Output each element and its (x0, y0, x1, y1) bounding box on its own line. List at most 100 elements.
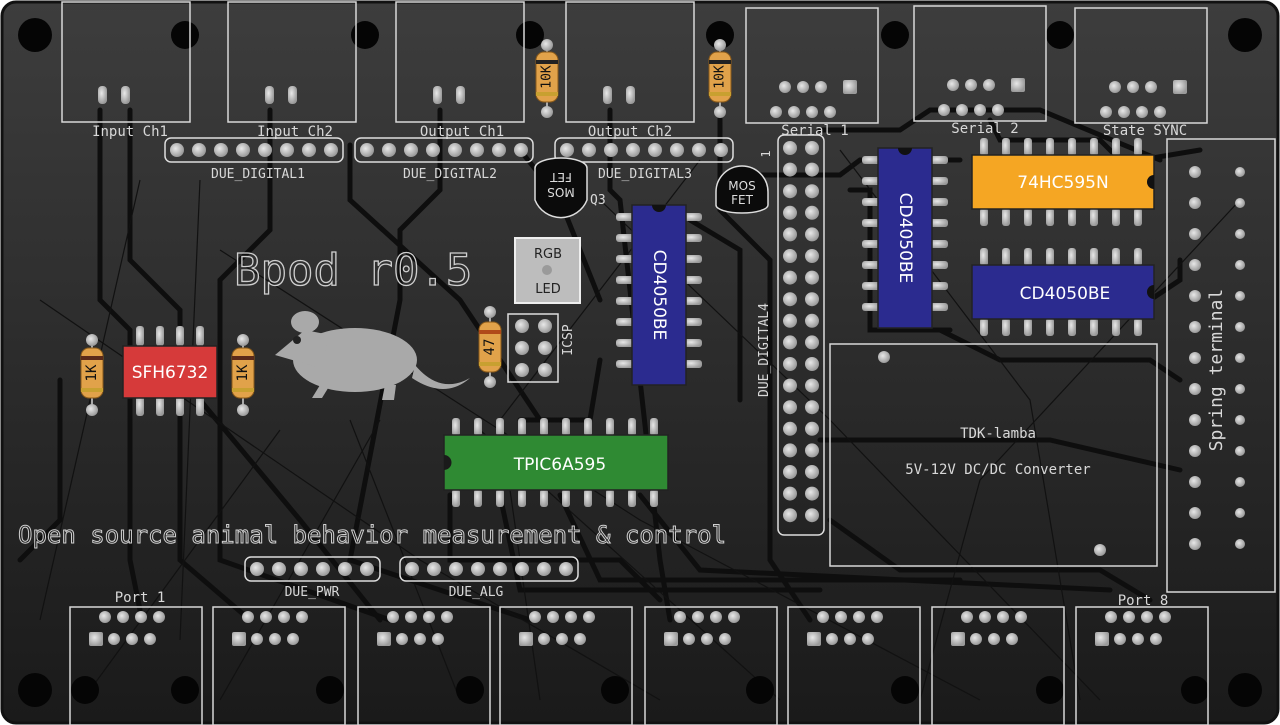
port-pad (377, 632, 391, 646)
chip-pin (980, 248, 988, 266)
chip-pin (1002, 248, 1010, 266)
port-pad (683, 633, 695, 645)
header-pin (783, 486, 797, 501)
header-pin (170, 143, 184, 157)
port-pad (862, 633, 874, 645)
header-pin (360, 143, 374, 157)
port-1-outline (69, 606, 203, 725)
terminal-pad (1235, 477, 1245, 487)
output-ch2-connector[interactable] (565, 1, 695, 123)
chip-pin (1112, 208, 1120, 226)
tpic6a595-chip: TPIC6A595 (443, 434, 669, 491)
header-pin (783, 249, 797, 263)
chip-pin (452, 489, 460, 507)
header-pin (692, 143, 706, 157)
header-pin (294, 562, 308, 576)
chip-pin (862, 198, 880, 206)
chip-pin (1024, 248, 1032, 266)
port-pad (396, 633, 408, 645)
serial2-connector[interactable] (913, 5, 1047, 122)
chip-pin (650, 489, 658, 507)
due-digital2-pins (354, 137, 534, 163)
chip-pin (1090, 318, 1098, 336)
due-pwr-label: DUE_PWR (285, 585, 340, 600)
due-alg-header[interactable] (399, 556, 579, 582)
hc595-label: 74HC595N (1017, 173, 1108, 193)
due-digital3-label: DUE_DIGITAL3 (598, 167, 692, 182)
r1k-right-text: 1K (235, 364, 251, 381)
port-pad (287, 633, 299, 645)
due-bottom-pins (250, 562, 573, 576)
serial1-connector[interactable] (745, 7, 879, 124)
header-pin (783, 162, 797, 177)
rgb-led-bottom-label: LED (535, 282, 560, 297)
port-7-outline (931, 606, 1065, 725)
header-pin (805, 335, 819, 350)
mosfet-right-line1: MOS (728, 179, 755, 193)
cd-right-h-pins (980, 248, 1142, 336)
connector-pads (98, 86, 635, 104)
chip-pin (930, 303, 948, 311)
port-pad (1141, 611, 1153, 623)
port-pad (547, 611, 559, 623)
sfh6732-chip: SFH6732 (122, 326, 218, 416)
q3-label: Q3 (590, 193, 606, 208)
rgb-led: RGB LED (514, 237, 581, 304)
icsp-header[interactable]: ICSP (507, 313, 576, 383)
port-pad (251, 633, 263, 645)
header-pin (514, 143, 528, 157)
tdk-converter: TDK-lamba 5V-12V DC/DC Converter (829, 343, 1158, 567)
chip-pin (496, 418, 504, 436)
rj-pads (770, 78, 1187, 118)
chip-pin (628, 489, 636, 507)
header-pin (280, 143, 294, 157)
port-pad (1095, 632, 1109, 646)
due-digital-headers (164, 137, 734, 163)
spring-terminal[interactable]: Spring terminal (1166, 138, 1276, 593)
header-pin (805, 378, 819, 393)
chip-pin (616, 255, 634, 263)
header-pin (783, 508, 797, 523)
chip-pin (1134, 318, 1142, 336)
sfh6732-label: SFH6732 (132, 363, 209, 383)
input-ch2-connector[interactable] (227, 1, 357, 123)
port-pad (423, 611, 435, 623)
terminal-pad (1235, 384, 1245, 394)
state-sync-connector[interactable] (1074, 7, 1208, 124)
port-pad (574, 633, 586, 645)
port-pad (135, 611, 147, 623)
bottom-ports[interactable] (69, 606, 1209, 725)
icsp-label: ICSP (561, 324, 576, 355)
header-pin (805, 141, 819, 155)
port-pad (1015, 611, 1027, 623)
mouse-logo (275, 311, 470, 400)
terminal-pad (1235, 198, 1245, 208)
due-digital4-header[interactable] (777, 134, 825, 536)
port-pad (853, 611, 865, 623)
header-pin (805, 227, 819, 242)
due-pwr-header[interactable] (244, 556, 381, 582)
chip-pin (1046, 248, 1054, 266)
port-pad (144, 633, 156, 645)
header-pin (192, 143, 206, 157)
chip-pin (684, 276, 702, 284)
chip-pin (616, 213, 634, 221)
header-pin (214, 143, 228, 157)
header-pin (783, 227, 797, 242)
chip-pin (1112, 248, 1120, 266)
input-ch1-connector[interactable] (61, 1, 191, 123)
input-ch1-label: Input Ch1 (92, 124, 168, 140)
cd-right-v-pins (862, 156, 948, 311)
header-pin (805, 443, 819, 458)
header-pin (492, 143, 506, 157)
output-ch1-connector[interactable] (395, 1, 525, 123)
terminal-pad (1235, 291, 1245, 301)
cd4050be-center-chip: CD4050BE (631, 204, 687, 386)
chip-pin (1024, 208, 1032, 226)
hc595-pins (980, 138, 1142, 226)
tdk-label-line2: 5V-12V DC/DC Converter (905, 462, 1090, 478)
header-pin (324, 143, 338, 157)
port-pad (1105, 611, 1117, 623)
tpic-pins (452, 418, 658, 507)
r10k-right-text: 10K (713, 65, 728, 89)
